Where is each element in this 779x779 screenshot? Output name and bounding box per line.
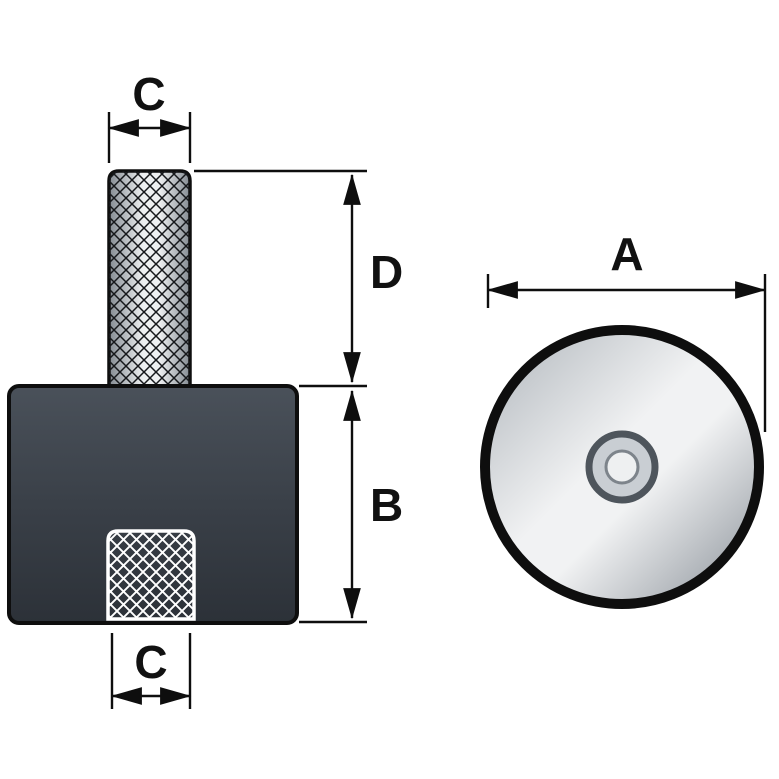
top-view: A <box>480 228 767 609</box>
rubber-body <box>7 384 299 625</box>
dim-label-c-bottom: C <box>134 636 167 688</box>
dim-D: D <box>194 169 403 388</box>
hole-outline <box>106 529 196 621</box>
threaded-stud <box>107 169 192 390</box>
dim-A: A <box>486 228 767 432</box>
internal-thread-hole <box>106 529 196 621</box>
hub-hole <box>604 449 640 485</box>
dim-C-top: C <box>107 68 192 163</box>
side-view: C D B C <box>7 68 403 709</box>
dim-B: B <box>299 389 403 624</box>
dim-C-bottom: C <box>110 633 192 709</box>
dim-label-b: B <box>370 479 403 531</box>
dim-label-c-top: C <box>132 68 165 120</box>
dim-label-d: D <box>370 246 403 298</box>
dim-label-a: A <box>610 228 643 280</box>
stud-thread-texture <box>109 171 190 388</box>
